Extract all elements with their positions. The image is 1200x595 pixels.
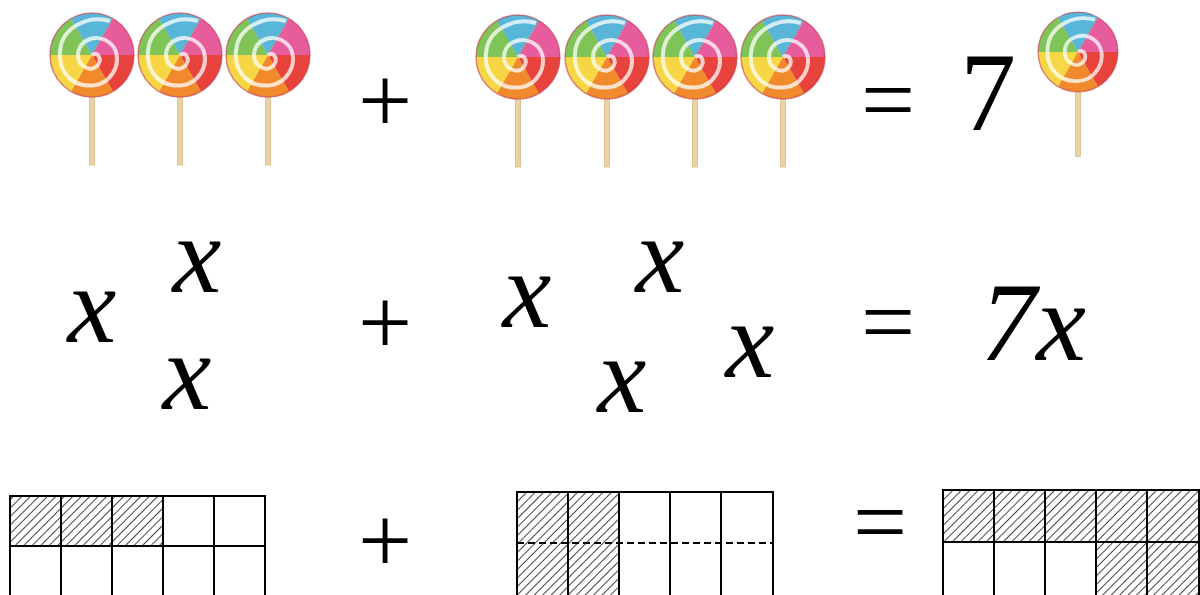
operator-sign: =: [861, 274, 915, 370]
operator-sign: +: [358, 274, 412, 370]
operator-sign: +: [358, 52, 412, 148]
operator-sign: +: [358, 492, 412, 588]
result-term: 7x: [980, 266, 1086, 378]
count-number: 7: [960, 36, 1016, 148]
variable-symbol: x: [68, 250, 117, 360]
variable-symbol: x: [503, 235, 552, 345]
variable-symbol: x: [636, 200, 685, 310]
variable-symbol: x: [173, 200, 222, 310]
operator-sign: =: [853, 474, 907, 570]
operator-sign: =: [861, 52, 915, 148]
variable-symbol: x: [163, 317, 212, 427]
variable-symbol: x: [726, 285, 775, 395]
variable-symbol: x: [598, 320, 647, 430]
